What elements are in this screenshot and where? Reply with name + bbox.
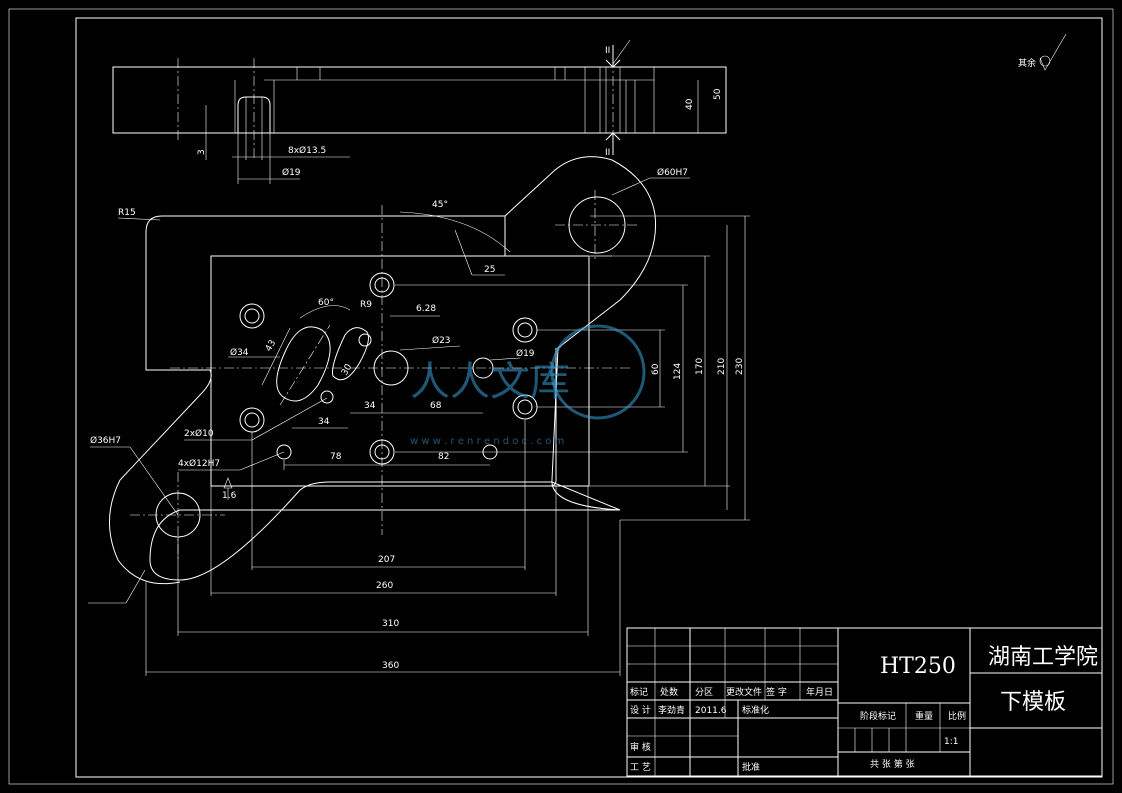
stage-label: 阶段标记 xyxy=(860,710,896,722)
dim-360: 360 xyxy=(382,661,399,671)
section-label-bottom: II xyxy=(605,148,610,158)
design-date: 2011.6 xyxy=(695,706,727,716)
header-sign: 签 字 xyxy=(766,686,787,698)
dim-124: 124 xyxy=(673,363,683,380)
dim-25: 25 xyxy=(484,265,495,275)
standardization-label: 标准化 xyxy=(742,704,769,716)
inner-border xyxy=(75,17,1103,778)
dim-310: 310 xyxy=(382,619,399,629)
dim-45deg: 45° xyxy=(432,200,448,210)
hole-d23 xyxy=(472,357,494,379)
dim-60deg: 60° xyxy=(318,298,334,308)
dim-230: 230 xyxy=(735,358,745,375)
dim-34-a: 34 xyxy=(364,401,376,411)
weight-label: 重量 xyxy=(915,710,933,722)
approve-label: 批准 xyxy=(742,761,760,773)
dim-60: 60 xyxy=(651,363,661,375)
title-block: 标记 处数 分区 更改文件 签 字 年月日 设 计 李劲青 2011.6 标准化… xyxy=(626,627,1103,777)
dim-40: 40 xyxy=(685,98,695,110)
dim-2xd10: 2xØ10 xyxy=(184,428,214,439)
dim-3: 3 xyxy=(197,149,207,155)
dim-50: 50 xyxy=(713,88,723,100)
section-label-top: II xyxy=(605,46,610,56)
roughness-symbol: 其余 xyxy=(1018,33,1067,71)
header-date: 年月日 xyxy=(806,686,833,698)
dim-82: 82 xyxy=(438,452,449,462)
dim-30: 30 xyxy=(340,362,355,377)
scale-value: 1:1 xyxy=(944,737,958,747)
dim-207: 207 xyxy=(378,555,395,565)
sheet-count: 共 张 第 张 xyxy=(870,758,915,770)
plan-view: 230 210 170 124 60 207 260 310 360 78 xyxy=(88,156,750,676)
roughness-label: 其余 xyxy=(1018,57,1036,69)
dim-170: 170 xyxy=(695,358,705,375)
hole-d34 xyxy=(373,350,409,386)
dim-6.28: 6.28 xyxy=(416,304,436,314)
dim-68: 68 xyxy=(430,401,442,411)
header-mark: 标记 xyxy=(630,686,648,698)
dim-r15: R15 xyxy=(118,208,136,218)
dim-1.6: 1.6 xyxy=(222,491,237,501)
header-zone: 分区 xyxy=(695,687,713,698)
dim-d19-b: Ø19 xyxy=(516,348,535,359)
dim-d19: Ø19 xyxy=(282,167,301,178)
outer-border xyxy=(8,8,1114,785)
dim-d60h7: Ø60H7 xyxy=(657,167,688,178)
dim-210: 210 xyxy=(717,358,727,375)
dim-d34: Ø34 xyxy=(230,347,249,358)
watermark-url: w w w . r e n r e n d o c . c o m xyxy=(410,436,564,447)
school-name: 湖南工学院 xyxy=(988,645,1098,670)
scale-label: 比例 xyxy=(948,710,966,722)
dim-d23: Ø23 xyxy=(432,335,451,346)
review-label: 审 核 xyxy=(630,741,651,753)
designer-name: 李劲青 xyxy=(658,704,685,716)
dim-34-b: 34 xyxy=(318,417,330,427)
material: HT250 xyxy=(880,654,956,679)
dim-4xd12h7: 4xØ12H7 xyxy=(178,458,220,469)
watermark: 人人文库 w w w . r e n r e n d o c . c o m xyxy=(410,324,646,447)
designer-label: 设 计 xyxy=(630,704,651,716)
part-name: 下模板 xyxy=(1000,690,1066,715)
watermark-text: 人人文库 xyxy=(410,359,570,405)
hole-d60 xyxy=(568,196,626,254)
dim-260: 260 xyxy=(376,581,393,591)
header-doc: 更改文件 xyxy=(726,686,762,698)
section-view: 50 40 3 8xØ13.5 Ø19 II II xyxy=(112,39,727,184)
slot xyxy=(276,326,331,402)
dim-8x13.5: 8xØ13.5 xyxy=(288,145,326,156)
header-count: 处数 xyxy=(660,686,678,698)
process-label: 工 艺 xyxy=(630,762,651,773)
dim-43: 43 xyxy=(264,339,278,354)
dim-d36h7: Ø36H7 xyxy=(90,435,121,446)
dim-r9: R9 xyxy=(360,300,372,310)
dim-78: 78 xyxy=(330,452,342,462)
